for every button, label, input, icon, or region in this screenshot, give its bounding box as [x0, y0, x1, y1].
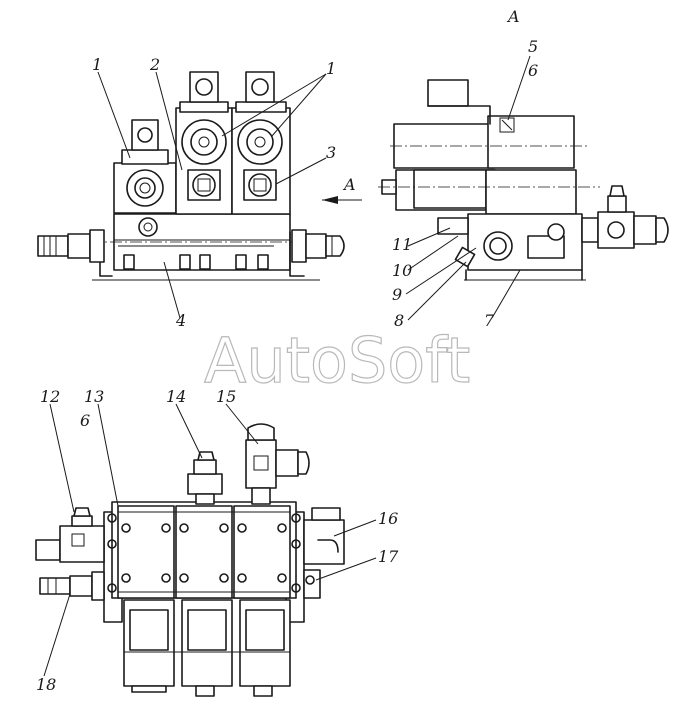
- callout-13: 13: [84, 387, 104, 406]
- callout-15: 15: [216, 387, 236, 406]
- callout-2: 2: [149, 55, 160, 74]
- callout-1-right: 1: [326, 59, 336, 78]
- solenoid-right: [231, 71, 291, 215]
- plan-fitting-12: [35, 507, 105, 563]
- side-right-tee: [581, 185, 669, 249]
- callout-6-top: 6: [528, 61, 538, 80]
- right-foot: [289, 231, 305, 277]
- callout-4: 4: [175, 311, 186, 330]
- plan-fitting-15: [245, 423, 310, 505]
- callout-8: 8: [394, 311, 404, 330]
- callout-5: 5: [528, 37, 538, 56]
- callout-3: 3: [326, 143, 336, 162]
- callout-6-bottom: 6: [80, 411, 90, 430]
- callout-labels: A A 1 2 1 3 4 5 6 11 10 9 8 7 12 13 6 14…: [36, 7, 538, 694]
- side-view-a: [378, 55, 669, 321]
- front-view: [37, 71, 345, 319]
- plan-fitting-14: [187, 451, 223, 505]
- front-center-nut: [138, 217, 158, 237]
- solenoid-left: [113, 119, 177, 214]
- right-hose-fitting: [291, 229, 345, 263]
- callout-10: 10: [392, 261, 412, 280]
- callout-18: 18: [36, 675, 56, 694]
- view-a-arrow: [322, 196, 362, 204]
- watermark: AutoSoft: [204, 324, 470, 397]
- callout-17: 17: [378, 547, 399, 566]
- callout-12: 12: [40, 387, 60, 406]
- solenoid-middle: [175, 71, 233, 215]
- callout-16: 16: [378, 509, 398, 528]
- plan-bolts: [107, 513, 301, 593]
- front-bottom-plugs: [118, 245, 274, 270]
- left-hose-fitting: [37, 229, 105, 263]
- callout-11: 11: [392, 235, 412, 254]
- view-a-title: A: [506, 7, 520, 26]
- side-center-union: [483, 231, 513, 261]
- arrow-a-label: A: [342, 175, 356, 194]
- plan-fitting-16: [303, 507, 345, 565]
- callout-1-left: 1: [92, 55, 102, 74]
- plan-view: [35, 403, 377, 697]
- callout-14: 14: [166, 387, 186, 406]
- plan-solenoids: [123, 599, 291, 697]
- callout-9: 9: [392, 285, 402, 304]
- callout-7: 7: [484, 311, 495, 330]
- plan-fitting-17: [303, 569, 321, 599]
- plan-fitting-18: [39, 571, 105, 601]
